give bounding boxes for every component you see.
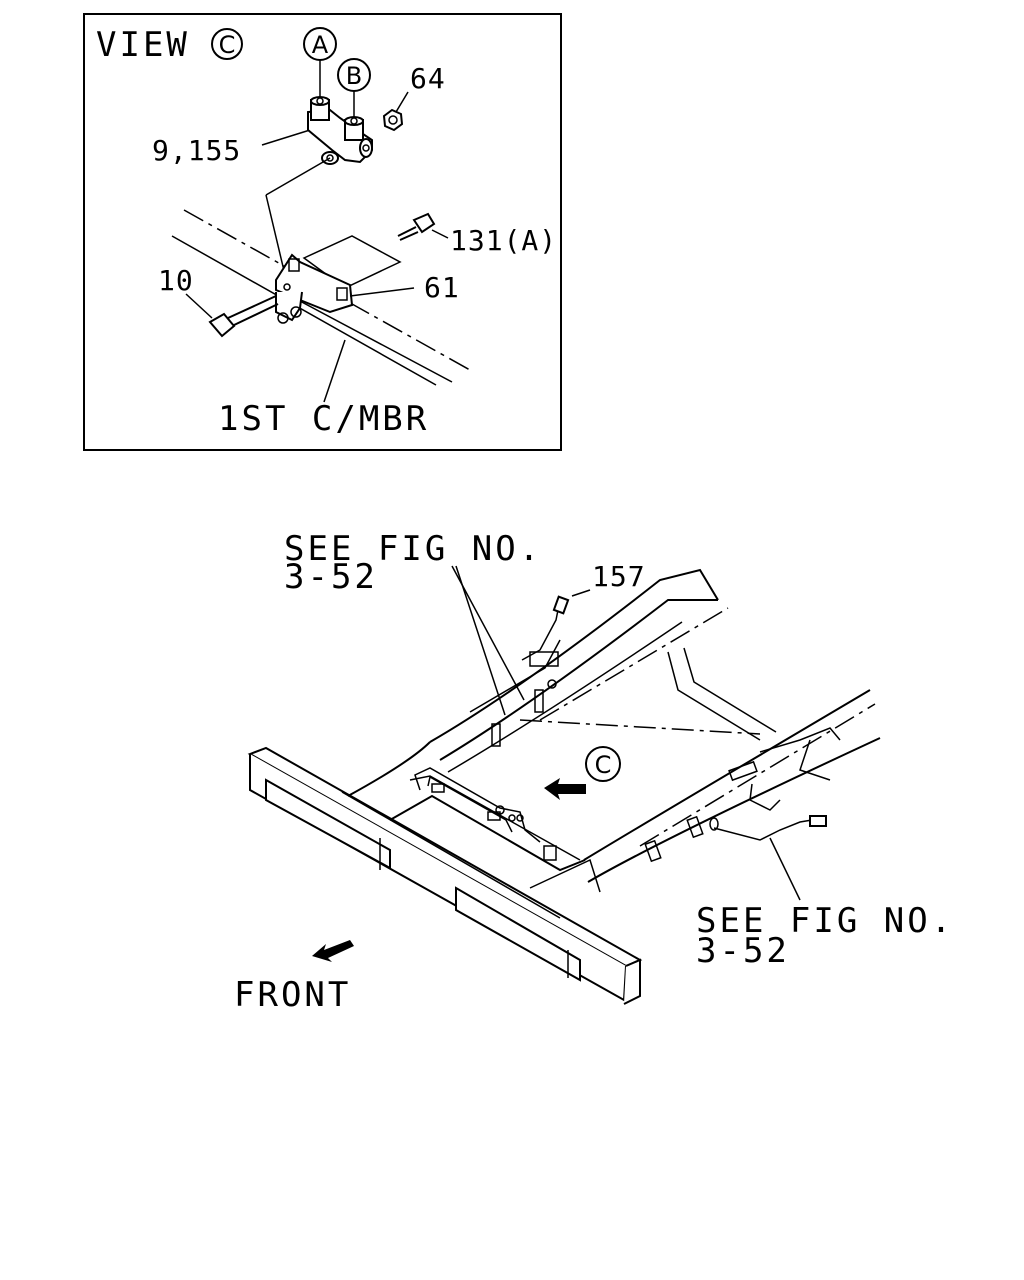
inset-frame (83, 13, 562, 451)
callout-a-label: A (312, 31, 329, 59)
view-c-marker-circle (585, 746, 621, 782)
nut-64 (382, 108, 404, 132)
callout-157: 157 (592, 560, 646, 593)
right-hose-group (644, 760, 827, 863)
callout-61: 61 (424, 271, 460, 304)
callout-64: 64 (410, 62, 446, 95)
bolt-131a (397, 212, 436, 241)
view-title-circle (211, 28, 243, 60)
see-fig-right-line2: 3-52 (696, 931, 790, 971)
brake-pipe-group (414, 767, 557, 861)
chassis-view: SEE FIG NO. 3-52 157 (234, 529, 954, 1015)
front-label: FRONT (234, 975, 351, 1015)
callout-b-label: B (346, 62, 362, 90)
three-way-joint (265, 96, 373, 276)
bolt-10 (208, 295, 279, 338)
view-title: VIEW (96, 25, 190, 65)
view-c-inset: VIEW C A B 64 9,155 (83, 13, 562, 451)
bracket-61 (275, 253, 354, 324)
callout-9-155: 9,155 (152, 134, 241, 167)
view-c-arrow (544, 778, 586, 800)
see-fig-top-line1: SEE FIG NO. (284, 529, 542, 569)
callout-10: 10 (158, 264, 194, 297)
callout-131a: 131(A) (450, 224, 557, 257)
right-frame-rail (583, 689, 871, 861)
member-label: 1ST C/MBR (218, 399, 429, 439)
front-arrow (312, 940, 354, 962)
front-crossmember (247, 746, 643, 1005)
see-fig-right-line1: SEE FIG NO. (696, 901, 954, 941)
see-fig-top-line2: 3-52 (284, 557, 378, 597)
view-title-symbol: C (219, 31, 236, 59)
view-c-marker-label: C (595, 751, 612, 779)
